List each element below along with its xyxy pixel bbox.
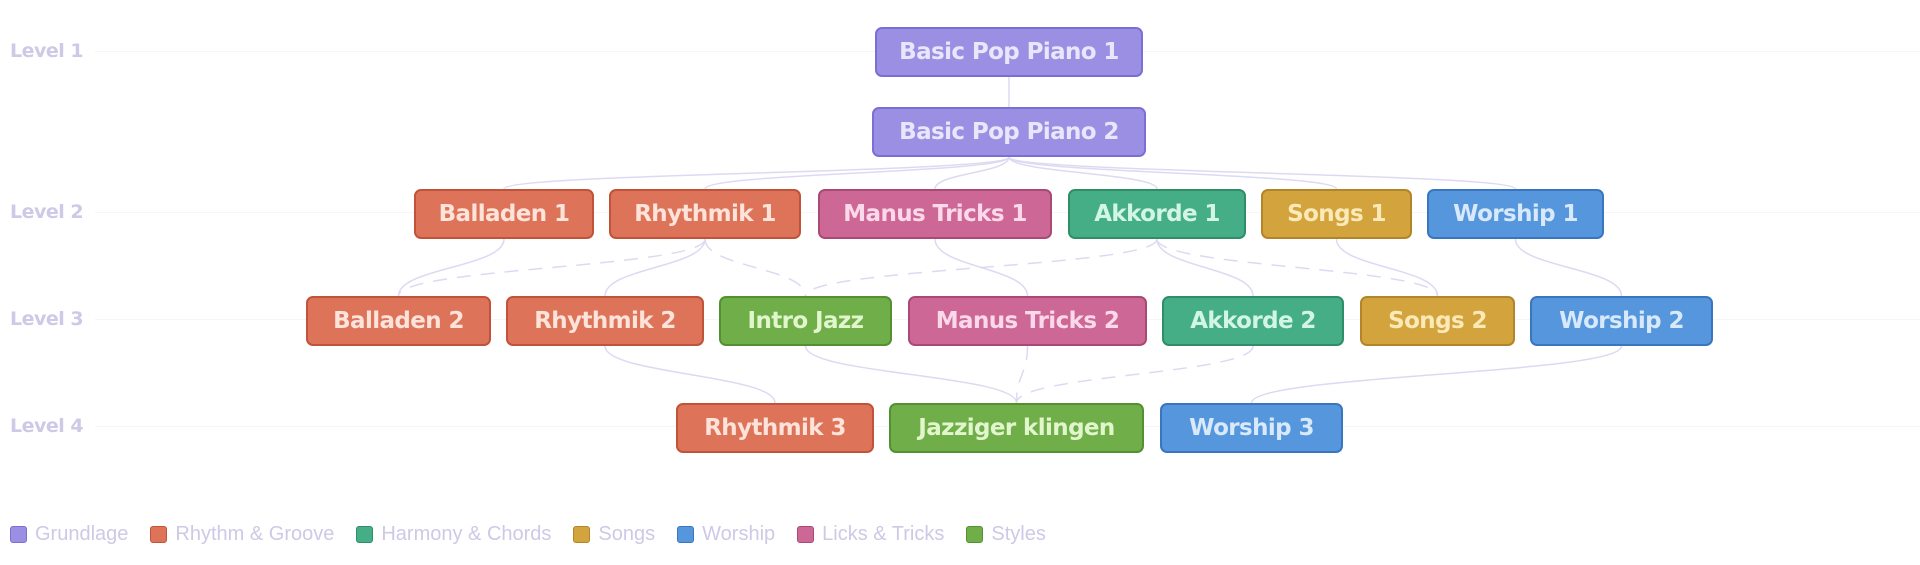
node-rhythmik3[interactable]: Rhythmik 3 [676, 403, 874, 453]
legend-item-worship: Worship [677, 523, 775, 546]
node-label: Intro Jazz [747, 308, 865, 334]
edge-akkorde1-to-akkorde2 [1156, 238, 1254, 297]
edge-rhythmik1-to-balladen2 [397, 238, 706, 297]
edge-worship1-to-worship2 [1514, 238, 1623, 297]
node-label: Worship 1 [1453, 201, 1578, 227]
node-bpp2[interactable]: Basic Pop Piano 2 [872, 107, 1146, 157]
legend-swatch [677, 526, 695, 543]
edge-bpp2-to-manus1 [934, 156, 1010, 190]
legend-label: Grundlage [35, 523, 129, 545]
legend-swatch [573, 526, 591, 543]
edge-songs1-to-songs2 [1335, 238, 1439, 297]
edge-bpp2-to-rhythmik1 [704, 156, 1010, 190]
edge-introjazz-to-jazziger [804, 345, 1018, 404]
legend-label: Licks & Tricks [822, 523, 945, 545]
legend-swatch [10, 526, 27, 543]
edge-akkorde1-to-introjazz [804, 238, 1158, 297]
node-label: Worship 3 [1189, 415, 1314, 441]
node-songs1[interactable]: Songs 1 [1261, 189, 1412, 239]
node-label: Akkorde 1 [1094, 201, 1220, 227]
edge-worship2-to-worship3 [1250, 345, 1623, 404]
node-manus1[interactable]: Manus Tricks 1 [818, 189, 1052, 239]
node-label: Worship 2 [1559, 308, 1684, 334]
node-akkorde1[interactable]: Akkorde 1 [1068, 189, 1246, 239]
level-4-label: Level 4 [10, 415, 84, 437]
legend-swatch [150, 526, 168, 543]
node-balladen1[interactable]: Balladen 1 [414, 189, 594, 239]
node-label: Manus Tricks 2 [935, 308, 1120, 334]
node-worship2[interactable]: Worship 2 [1530, 296, 1713, 346]
edge-rhythmik2-to-rhythmik3 [604, 345, 776, 404]
edge-bpp2-to-balladen1 [503, 156, 1010, 190]
node-label: Akkorde 2 [1190, 308, 1316, 334]
node-label: Rhythmik 1 [634, 201, 776, 227]
legend: Grundlage Rhythm & Groove Harmony & Chords… [10, 523, 1068, 546]
edge-bpp2-to-worship1 [1008, 156, 1517, 190]
edge-manus2-to-jazziger [1015, 345, 1029, 404]
node-balladen2[interactable]: Balladen 2 [306, 296, 491, 346]
legend-item-songs: Songs [573, 523, 655, 546]
edge-rhythmik1-to-rhythmik2 [604, 238, 706, 297]
edge-bpp2-to-akkorde1 [1008, 156, 1158, 190]
node-label: Rhythmik 3 [704, 415, 846, 441]
legend-item-grundlage: Grundlage [10, 523, 128, 546]
level-1-label: Level 1 [10, 40, 84, 62]
legend-swatch [797, 526, 815, 543]
legend-label: Harmony & Chords [381, 523, 552, 545]
node-rhythmik1[interactable]: Rhythmik 1 [609, 189, 801, 239]
legend-item-licks: Licks & Tricks [797, 523, 944, 546]
node-worship1[interactable]: Worship 1 [1427, 189, 1604, 239]
node-akkorde2[interactable]: Akkorde 2 [1162, 296, 1344, 346]
legend-item-rhythm: Rhythm & Groove [150, 523, 334, 546]
legend-item-styles: Styles [966, 523, 1046, 546]
node-worship3[interactable]: Worship 3 [1160, 403, 1343, 453]
node-songs2[interactable]: Songs 2 [1360, 296, 1515, 346]
legend-label: Songs [598, 523, 656, 545]
level-2-label: Level 2 [10, 201, 84, 223]
node-bpp1[interactable]: Basic Pop Piano 1 [875, 27, 1143, 77]
edge-bpp2-to-songs1 [1008, 156, 1338, 190]
node-label: Jazziger klingen [918, 415, 1115, 441]
node-label: Balladen 2 [333, 308, 464, 334]
legend-swatch [966, 526, 984, 543]
node-jazziger[interactable]: Jazziger klingen [889, 403, 1144, 453]
legend-label: Styles [991, 523, 1046, 545]
node-introjazz[interactable]: Intro Jazz [719, 296, 892, 346]
node-label: Balladen 1 [438, 201, 570, 227]
node-rhythmik2[interactable]: Rhythmik 2 [506, 296, 704, 346]
node-label: Rhythmik 2 [534, 308, 676, 334]
legend-label: Worship [702, 523, 776, 545]
node-label: Songs 1 [1287, 201, 1386, 227]
legend-swatch [356, 526, 374, 543]
node-label: Songs 2 [1388, 308, 1487, 334]
node-label: Basic Pop Piano 2 [899, 119, 1119, 145]
edge-balladen1-to-balladen2 [397, 238, 505, 297]
legend-item-harmony: Harmony & Chords [356, 523, 551, 546]
node-label: Basic Pop Piano 1 [899, 39, 1119, 65]
edge-rhythmik1-to-introjazz [704, 238, 807, 297]
legend-label: Rhythm & Groove [175, 523, 335, 545]
level-3-label: Level 3 [10, 308, 84, 330]
edge-akkorde2-to-jazziger [1015, 345, 1254, 404]
node-label: Manus Tricks 1 [843, 201, 1027, 227]
node-manus2[interactable]: Manus Tricks 2 [908, 296, 1147, 346]
edge-akkorde1-to-songs2 [1156, 238, 1439, 297]
